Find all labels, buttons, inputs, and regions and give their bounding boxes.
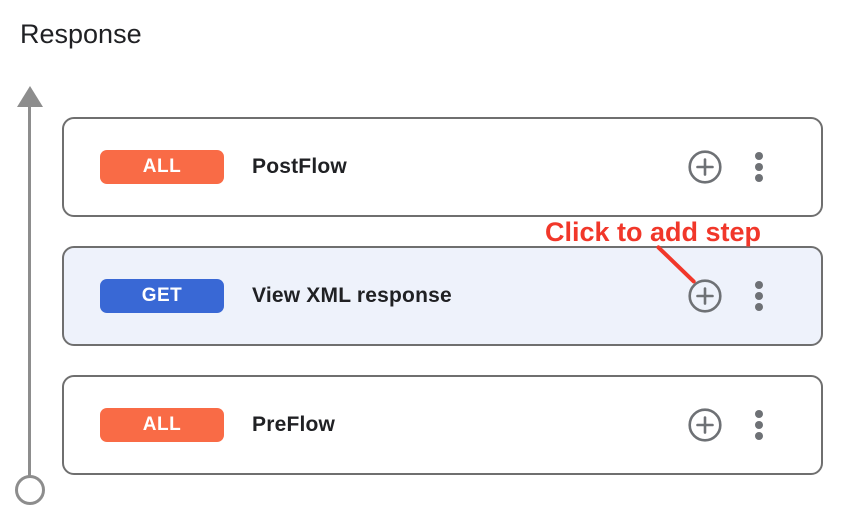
flow-menu-button[interactable] <box>753 148 765 186</box>
kebab-menu-icon <box>755 281 763 289</box>
plus-circle-icon <box>688 150 722 184</box>
kebab-menu-icon <box>755 152 763 160</box>
add-step-button[interactable] <box>687 149 723 185</box>
kebab-menu-icon <box>755 410 763 418</box>
arrow-up-icon <box>17 86 43 107</box>
flow-card-view-xml-response[interactable]: GET View XML response <box>62 246 823 346</box>
method-badge: ALL <box>100 408 224 442</box>
plus-circle-icon <box>688 408 722 442</box>
flow-card-preflow[interactable]: ALL PreFlow <box>62 375 823 475</box>
flow-direction-line <box>28 104 31 476</box>
add-step-button[interactable] <box>687 407 723 443</box>
plus-circle-icon <box>688 279 722 313</box>
circle-outline-icon <box>15 475 45 505</box>
flow-menu-button[interactable] <box>753 406 765 444</box>
method-badge: ALL <box>100 150 224 184</box>
page-title: Response <box>20 19 142 49</box>
flow-name: PostFlow <box>252 155 347 178</box>
annotation-click-to-add-step: Click to add step <box>545 217 762 247</box>
flow-card-postflow[interactable]: ALL PostFlow <box>62 117 823 217</box>
flow-menu-button[interactable] <box>753 277 765 315</box>
flow-name: View XML response <box>252 284 452 307</box>
flow-name: PreFlow <box>252 413 336 436</box>
add-step-button[interactable] <box>687 278 723 314</box>
method-badge: GET <box>100 279 224 313</box>
